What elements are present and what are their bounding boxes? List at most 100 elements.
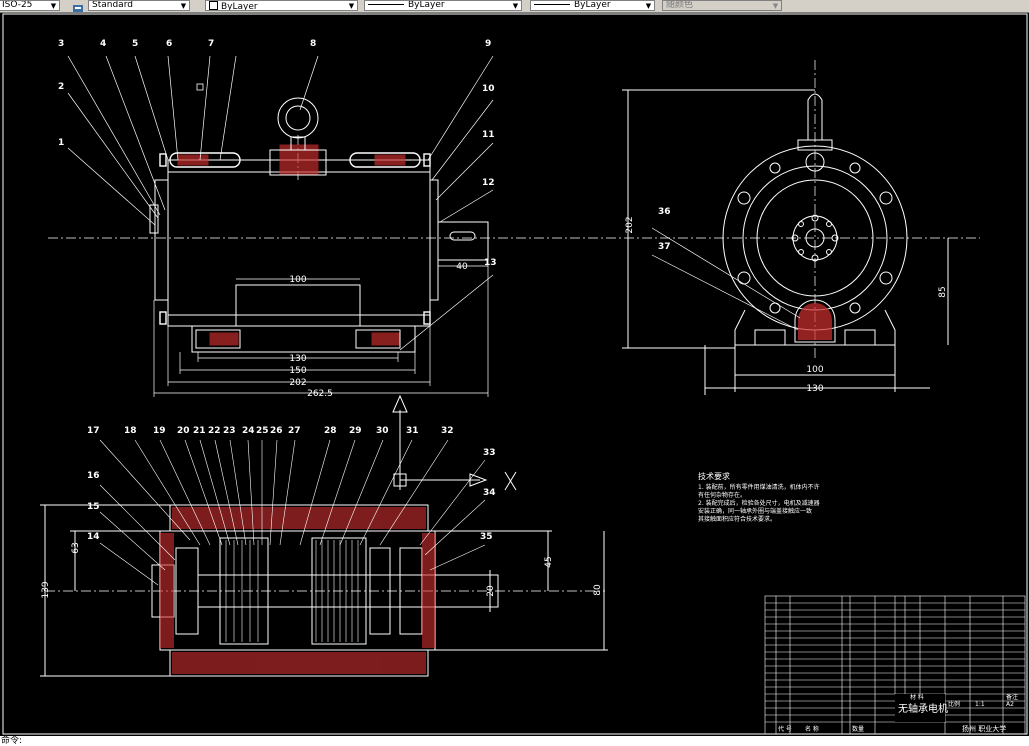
linetype-value: ByLayer bbox=[408, 0, 445, 10]
dimstyle-value: ISO-25 bbox=[2, 0, 33, 10]
scale-label: 比例 bbox=[948, 700, 960, 708]
part-number: 9 bbox=[485, 39, 491, 49]
title-cell-bg bbox=[895, 694, 945, 722]
marker-square bbox=[196, 83, 204, 91]
side-view-hatching bbox=[798, 303, 832, 340]
lineweight-value: ByLayer bbox=[574, 0, 611, 10]
front-leaders bbox=[67, 55, 494, 351]
dim-100: 100 bbox=[289, 275, 306, 285]
front-part-numbers: 1 2 3 4 5 6 7 8 9 10 11 12 13 bbox=[58, 39, 497, 268]
tech-line: 其接触面积应符合技术要求。 bbox=[698, 515, 776, 523]
title-block-text: 无轴承电机 扬州 职业大学 比例 1:1 A2 代 号 名 称 数量 材 料 备… bbox=[778, 693, 1018, 733]
side-leaders bbox=[651, 227, 801, 331]
part-number: 6 bbox=[166, 39, 172, 49]
part-number: 33 bbox=[483, 448, 496, 458]
part-number: 24 bbox=[242, 426, 255, 436]
dim-80: 80 bbox=[593, 584, 603, 596]
layer-value: ByLayer bbox=[221, 2, 258, 11]
dim-85: 85 bbox=[938, 286, 948, 297]
dimstyle-dropdown[interactable]: ISO-25 ▼ bbox=[0, 0, 60, 11]
part-number: 4 bbox=[100, 39, 106, 49]
part-number: 1 bbox=[58, 138, 64, 148]
chevron-down-icon: ▼ bbox=[50, 2, 57, 10]
part-number: 20 bbox=[177, 426, 190, 436]
chevron-down-icon: ▼ bbox=[348, 2, 355, 10]
dim-139: 139 bbox=[41, 581, 51, 598]
dim-262: 262.5 bbox=[307, 389, 333, 399]
school-name: 扬州 职业大学 bbox=[962, 724, 1006, 733]
tech-title: 技术要求 bbox=[698, 471, 730, 481]
part-number: 26 bbox=[270, 426, 283, 436]
command-prompt: 命令: bbox=[1, 736, 23, 746]
dim-45: 45 bbox=[544, 556, 554, 567]
part-number: 11 bbox=[482, 130, 495, 140]
part-number: 2 bbox=[58, 82, 64, 92]
dim-130: 130 bbox=[289, 354, 306, 364]
dim-202-vertical: 202 bbox=[625, 216, 635, 233]
lineweight-preview-icon bbox=[534, 4, 570, 5]
part-number: 19 bbox=[153, 426, 166, 436]
textstyle-value: Standard bbox=[92, 0, 133, 10]
properties-toolbar: ISO-25 ▼ Standard ▼ ByLayer ▼ ByLayer ▼ … bbox=[0, 0, 1029, 13]
section-view bbox=[40, 504, 608, 677]
part-number: 3 bbox=[58, 39, 64, 49]
dim-63: 63 bbox=[71, 542, 81, 553]
lineweight-dropdown[interactable]: ByLayer ▼ bbox=[530, 0, 655, 11]
part-number: 18 bbox=[124, 426, 137, 436]
part-number: 13 bbox=[484, 258, 497, 268]
part-number: 5 bbox=[132, 39, 138, 49]
section-stator-lines bbox=[225, 540, 359, 642]
label-qty: 数量 bbox=[852, 725, 864, 733]
drawing-frame bbox=[2, 13, 1028, 735]
part-number: 34 bbox=[483, 488, 496, 498]
part-number: 27 bbox=[288, 426, 301, 436]
label-remark: 备注 bbox=[1006, 693, 1018, 701]
front-view bbox=[149, 97, 489, 397]
chevron-down-icon: ▼ bbox=[772, 2, 779, 10]
plotstyle-dropdown[interactable]: 随颜色 ▼ bbox=[662, 0, 782, 11]
label-name: 名 称 bbox=[805, 725, 819, 733]
sheet-size: A2 bbox=[1006, 701, 1014, 708]
side-view-labels: 36 37 202 85 100 130 bbox=[625, 207, 948, 394]
part-number: 25 bbox=[256, 426, 269, 436]
dim-130-base: 130 bbox=[806, 384, 823, 394]
dim-20: 20 bbox=[486, 585, 496, 597]
part-number: 32 bbox=[441, 426, 454, 436]
part-number: 16 bbox=[87, 471, 100, 481]
part-number: 30 bbox=[376, 426, 389, 436]
part-number: 7 bbox=[208, 39, 214, 49]
dim-40: 40 bbox=[456, 262, 468, 272]
chevron-down-icon: ▼ bbox=[180, 2, 187, 10]
tech-line: 1. 装配前，所有零件用煤油清洗，机体内不许 bbox=[698, 483, 820, 491]
part-number: 14 bbox=[87, 532, 100, 542]
command-line[interactable]: 命令: bbox=[0, 736, 1029, 746]
chevron-down-icon: ▼ bbox=[645, 2, 652, 10]
part-number: 12 bbox=[482, 178, 495, 188]
text-style-icon[interactable] bbox=[72, 0, 84, 12]
plotstyle-value: 随颜色 bbox=[666, 0, 694, 10]
dim-100-base: 100 bbox=[806, 365, 823, 375]
part-number: 10 bbox=[482, 84, 495, 94]
front-view-dims: 100 130 150 202 262.5 40 bbox=[289, 262, 468, 399]
drawing-title: 无轴承电机 bbox=[898, 702, 948, 715]
part-number: 23 bbox=[223, 426, 236, 436]
part-number: 37 bbox=[658, 242, 671, 252]
side-view bbox=[622, 89, 949, 395]
tech-line: 有任何杂物存在。 bbox=[698, 491, 746, 499]
linetype-preview-icon bbox=[368, 4, 404, 5]
part-number: 35 bbox=[480, 532, 493, 542]
part-number: 22 bbox=[208, 426, 221, 436]
section-part-numbers-side: 16 15 14 33 34 35 bbox=[87, 448, 496, 542]
color-dropdown[interactable]: ByLayer ▼ bbox=[205, 0, 358, 11]
label-material: 材 料 bbox=[910, 693, 924, 701]
part-number: 31 bbox=[406, 426, 419, 436]
scale-value: 1:1 bbox=[975, 701, 985, 708]
textstyle-dropdown[interactable]: Standard ▼ bbox=[88, 0, 190, 11]
section-part-numbers-top: 17 18 19 20 21 22 23 24 25 26 27 28 29 3… bbox=[87, 426, 454, 436]
part-number: 8 bbox=[310, 39, 316, 49]
ucs-icon bbox=[393, 471, 517, 491]
drawing-canvas[interactable]: 100 130 150 202 262.5 40 1 2 3 4 5 6 7 8… bbox=[0, 12, 1029, 736]
linetype-dropdown[interactable]: ByLayer ▼ bbox=[364, 0, 522, 11]
chevron-down-icon: ▼ bbox=[512, 2, 519, 10]
part-number: 29 bbox=[349, 426, 362, 436]
